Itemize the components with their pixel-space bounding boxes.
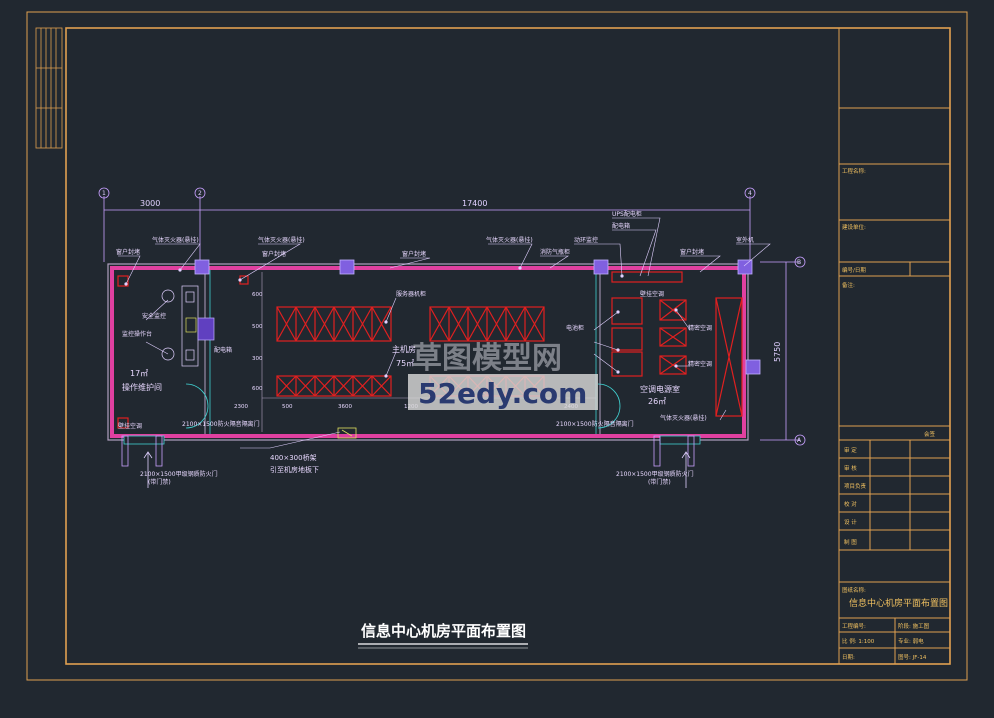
unit-label: 建设单位: (842, 223, 866, 231)
annotation-window-seal: 窗户封堵 (680, 248, 704, 256)
annotation-gas-extinguisher: 气体灭火器(悬挂) (660, 414, 707, 422)
dimension-height: 5750 (773, 342, 782, 362)
operation-room-furniture (161, 285, 215, 367)
doors (121, 383, 701, 467)
inner-dimension: 2300 (234, 404, 248, 410)
project-label: 工程名称: (842, 167, 866, 175)
note-label: 备注: (842, 281, 855, 289)
title-block-text: 工程名称: 建设单位: 编号/日期 备注: 会签 审 定 审 核 项目负责 校 … (842, 167, 948, 661)
cable-tray (337, 427, 357, 439)
axis-bubble-label: 4 (748, 190, 752, 197)
inner-dimension: 3600 (338, 404, 352, 410)
bottom-cell: 阶段: 施工图 (898, 622, 930, 630)
bottom-cell: 日期: (842, 654, 855, 661)
annotation-wall-ac: 壁挂空调 (640, 290, 664, 298)
annotation-door: 2100×1500甲级钢质防火门 (140, 470, 218, 478)
annotation-door: 2100×1500防火隔音隔离门 (182, 420, 260, 428)
left-room-area: 17㎡ (130, 369, 148, 378)
annotation-server-cabinet: 服务器机柜 (396, 290, 426, 298)
annotation-battery: 电池柜 (566, 324, 584, 332)
annotation-window-seal: 窗户封堵 (116, 248, 140, 256)
bottom-cell: 专业: 弱电 (898, 637, 924, 645)
sign-row: 项目负责 (844, 482, 867, 490)
inner-dimension: 500 (282, 404, 293, 410)
annotation-ups: UPS配电柜 (612, 210, 642, 218)
inner-dimension: 600 (252, 386, 263, 392)
annotation-gas-extinguisher: 气体灭火器(悬挂) (258, 236, 305, 244)
inner-dimension: 300 (252, 356, 263, 362)
building-walls (107, 263, 749, 441)
annotation-dist-box-left: 配电箱 (214, 346, 232, 354)
binding-strip (35, 27, 63, 149)
annotation-window-seal: 窗户封堵 (262, 250, 286, 258)
axis-bubble-label: 1 (102, 190, 106, 197)
drawing-name: 信息中心机房平面布置图 (849, 597, 948, 609)
sign-row: 审 定 (844, 446, 857, 454)
axis-bubble-label: 2 (198, 190, 202, 197)
sign-row: 制 图 (844, 538, 857, 546)
annotation-wall-ac-left: 壁挂空调 (118, 422, 142, 430)
main-room-name: 主机房 (392, 344, 416, 354)
right-room-name: 空调电源室 (640, 384, 680, 394)
annotation-ac-cabinet: 精密空调 (688, 324, 712, 332)
main-room-area: 75㎡ (396, 359, 414, 368)
drawing-title-block: 信息中心机房平面布置图 (358, 622, 528, 649)
left-room-name: 操作维护间 (122, 382, 162, 392)
annotation-door-sub: (带门禁) (648, 478, 671, 486)
watermark-line1: 草图模型网 (412, 341, 562, 376)
inner-dimension: 600 (252, 292, 263, 298)
columns (194, 259, 761, 375)
stage-label: 编号/日期 (842, 266, 866, 274)
bottom-cell: 工程编号: (842, 622, 866, 630)
inner-dimension: 500 (252, 324, 263, 330)
watermark: 草图模型网 52edy.com (408, 341, 598, 410)
axis-bubble-label: B (797, 259, 801, 266)
title-block (838, 28, 950, 664)
dimension-lines (98, 187, 806, 446)
bottom-cell: 图号: JF-14 (898, 653, 927, 661)
annotation-ac-outdoor: 室外机 (736, 236, 754, 244)
annotation-cable-tray: 400×300桥架 (270, 453, 317, 462)
sign-row: 设 计 (844, 518, 857, 526)
sign-row: 审 核 (844, 464, 857, 472)
annotation-env-monitor: 动环监控 (574, 236, 598, 244)
annotation-gas-extinguisher: 气体灭火器(悬挂) (486, 236, 533, 244)
entrance-arrows (143, 451, 691, 488)
dimension-left: 3000 (140, 199, 160, 208)
annotation-door: 2100×1500防火隔音隔离门 (556, 420, 634, 428)
leader-lines (118, 217, 771, 449)
watermark-line2: 52edy.com (418, 377, 587, 410)
annotation-security: 安全监控 (142, 312, 166, 320)
annotation-cable-tray: 引至机房地板下 (270, 465, 319, 474)
bottom-cell: 比 例: 1:100 (842, 637, 875, 645)
sign-row: 校 对 (844, 500, 857, 508)
annotation-monitor-desk: 监控操作台 (122, 330, 152, 338)
leader-dots (124, 266, 678, 378)
inner-frame (65, 27, 951, 665)
annotation-door: 2100×1500甲级钢质防火门 (616, 470, 694, 478)
drawing-title: 信息中心机房平面布置图 (361, 622, 526, 640)
drawing-name-label: 图纸名称: (842, 586, 866, 594)
right-room-area: 26㎡ (648, 397, 666, 406)
axis-bubble-label: A (797, 437, 802, 444)
annotation-door-sub: (带门禁) (148, 478, 171, 486)
dimension-main: 17400 (462, 199, 487, 208)
annotation-window-seal: 窗户封堵 (402, 250, 426, 258)
countersign-header: 会签 (924, 430, 936, 438)
annotation-ac-cabinet: 精密空调 (688, 360, 712, 368)
outer-frame (26, 11, 968, 681)
annotation-gas-extinguisher: 气体灭火器(悬挂) (152, 236, 199, 244)
annotation-fire-cabinet: 消防气瓶柜 (540, 248, 570, 256)
annotation-dist-box: 配电箱 (612, 222, 630, 230)
